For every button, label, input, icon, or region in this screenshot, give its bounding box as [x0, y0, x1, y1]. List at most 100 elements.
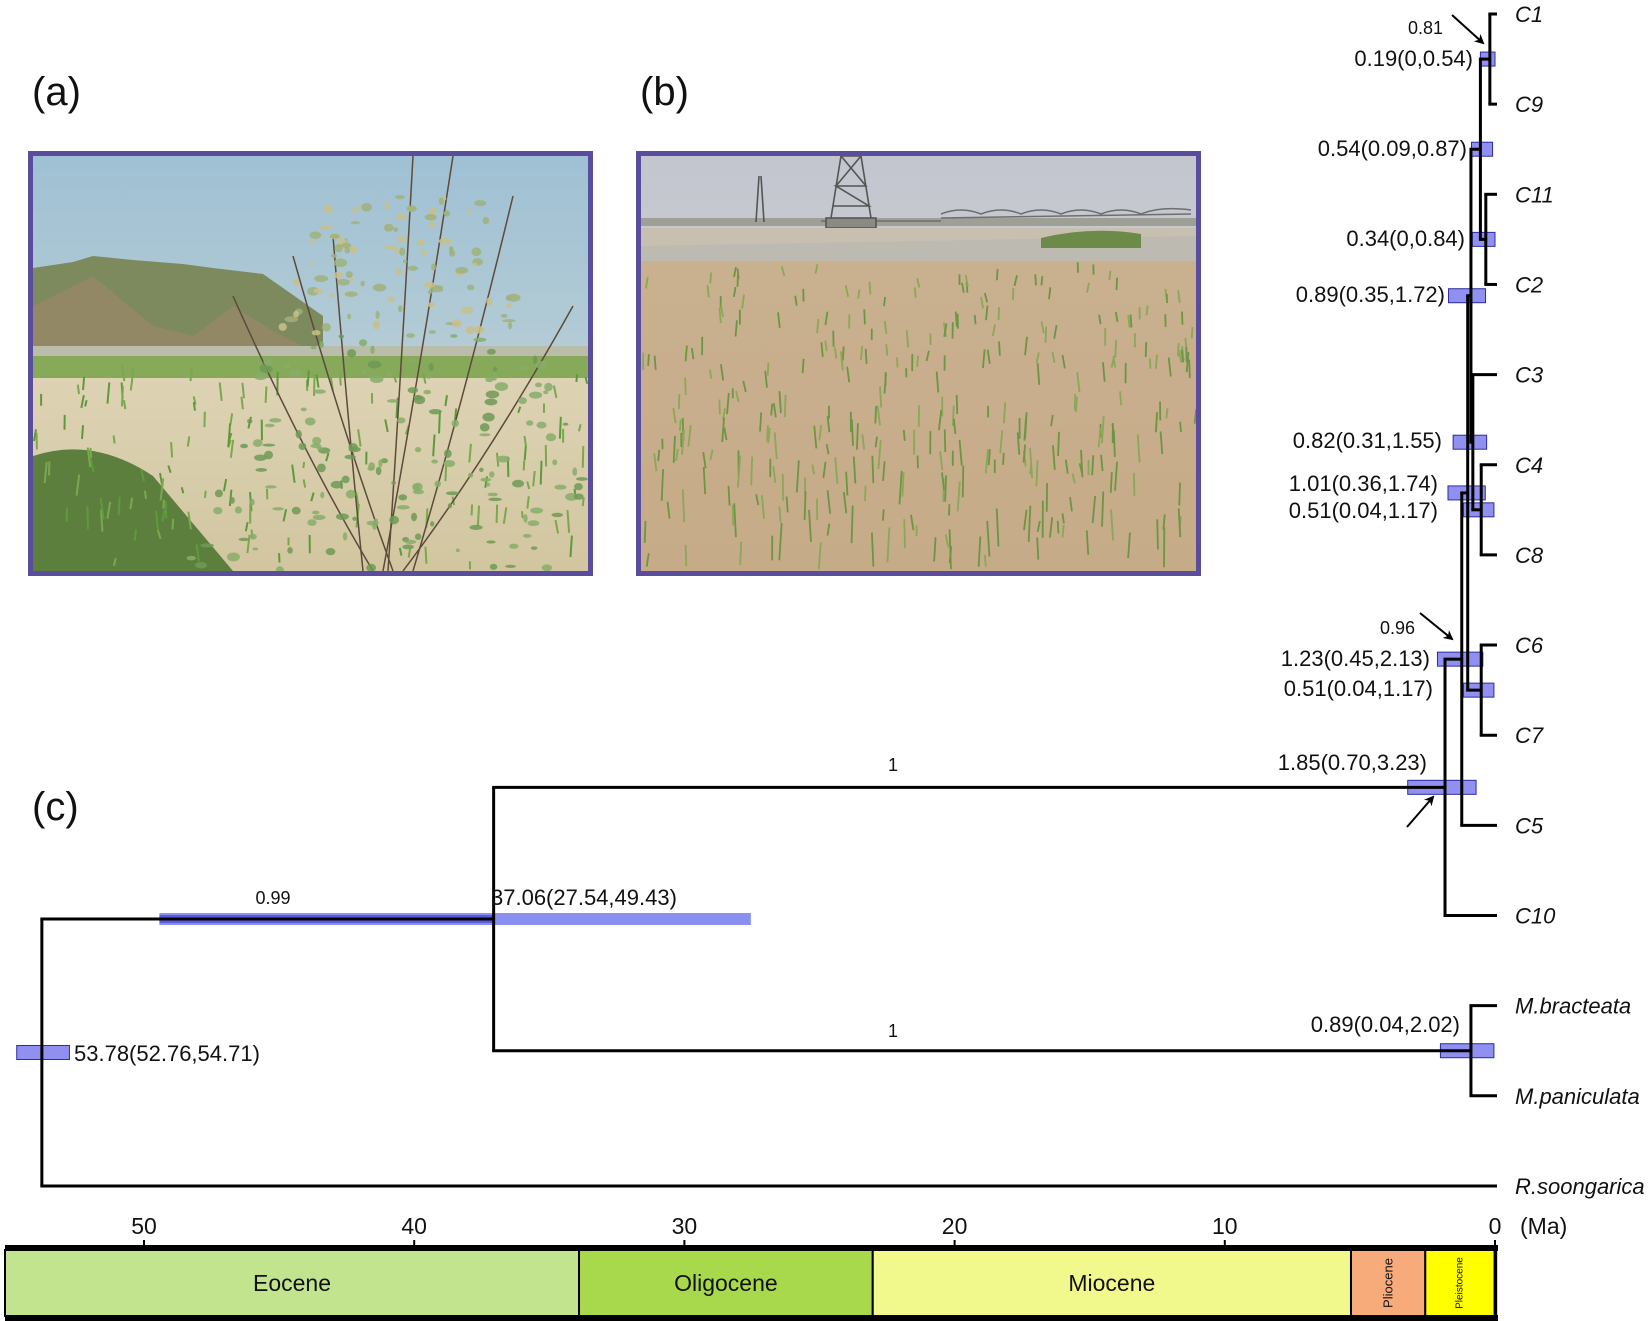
shrub-foliage [298, 442, 307, 451]
seedling [986, 349, 991, 364]
shrub-foliage [543, 390, 549, 395]
grass-blade [453, 408, 458, 421]
shrub-foliage [424, 214, 437, 221]
epoch-holocene [1493, 1249, 1498, 1317]
seedling [1145, 305, 1149, 316]
seedling [1048, 517, 1054, 538]
posterior-probability-label: 1 [888, 755, 898, 775]
seedling [944, 475, 947, 502]
shrub-foliage [318, 225, 333, 230]
shrub-foliage [255, 468, 268, 472]
seedling [653, 355, 657, 370]
node-age-label: 1.23(0.45,2.13) [1281, 646, 1430, 671]
shrub-foliage [361, 370, 367, 375]
axis-tick-label: 0 [1489, 1213, 1502, 1239]
seedling [1110, 509, 1114, 541]
shrub-foliage [287, 547, 293, 554]
pointer-arrow-icon [1451, 14, 1485, 45]
grass-blade [470, 504, 474, 516]
shrub-foliage [291, 506, 301, 515]
shrub-foliage [373, 518, 378, 523]
seedling [856, 423, 859, 450]
shrub-foliage [544, 382, 553, 392]
grass-blade [577, 424, 582, 432]
axis-tick-label: 30 [672, 1213, 698, 1239]
shrub-foliage [337, 278, 350, 286]
seedling [1181, 345, 1185, 361]
seedling [886, 527, 891, 563]
shrub-foliage [310, 239, 315, 246]
shrub-foliage [378, 459, 383, 468]
shrub-foliage [254, 454, 267, 461]
shrub-foliage [407, 265, 419, 271]
node-age-label: 0.82(0.31,1.55) [1293, 428, 1442, 453]
seedling [1102, 362, 1106, 382]
seedling [840, 351, 844, 371]
grass-blade [444, 395, 448, 407]
shrub-foliage [479, 433, 491, 437]
seedling [870, 532, 875, 567]
grass-blade [584, 377, 588, 384]
seedling [1190, 326, 1194, 339]
seedling [833, 347, 838, 359]
shrub-foliage [429, 221, 437, 228]
grass-blade [143, 490, 148, 499]
grass-blade [302, 479, 307, 488]
shrub-foliage [494, 382, 509, 391]
shrub-foliage [397, 305, 403, 313]
seedling [767, 428, 771, 444]
grass-blade [424, 546, 428, 564]
shrub-foliage [396, 235, 406, 243]
shrub-foliage [428, 330, 437, 335]
shrub-foliage [349, 277, 355, 282]
shrub-foliage [338, 334, 345, 339]
grass-blade [520, 511, 524, 519]
shrub-branch [332, 235, 364, 571]
seedling [720, 305, 724, 318]
shrub-foliage [500, 313, 508, 318]
seedling [984, 449, 989, 474]
shrub-foliage [482, 412, 495, 422]
seedling [1048, 287, 1052, 300]
seedling [859, 345, 864, 361]
grass-blade [357, 429, 362, 447]
shrub-foliage [404, 539, 417, 544]
seedling [1029, 463, 1033, 475]
seedling [943, 323, 948, 337]
shrub-foliage [341, 475, 350, 484]
shrub-foliage [342, 532, 348, 541]
seedling [986, 520, 991, 557]
seedling [1051, 351, 1056, 363]
seedling [905, 330, 910, 348]
shrub-foliage [473, 337, 487, 342]
seedling [961, 465, 965, 498]
shrub-foliage [445, 491, 459, 496]
shrub-foliage [530, 546, 538, 550]
grass-blade [122, 400, 127, 410]
seedling [1022, 444, 1027, 463]
panel-label-b: (b) [640, 70, 689, 114]
grass-blade [522, 460, 526, 471]
seedling [1101, 416, 1105, 444]
seedling [1050, 414, 1054, 427]
seedling [952, 405, 955, 427]
shrub-foliage [347, 349, 357, 358]
seedling [879, 386, 883, 408]
shrub-foliage [449, 247, 454, 255]
shrub-foliage [345, 489, 356, 499]
seedling [1127, 315, 1131, 328]
node-labels: 0.19(0,0.54)0.810.34(0,0.84)0.54(0.09,0.… [74, 14, 1485, 1066]
shrub-foliage [406, 333, 416, 338]
seedling [983, 292, 989, 303]
grass-blade [82, 376, 86, 391]
shrub-foliage [492, 366, 498, 372]
shrub-foliage [344, 246, 350, 254]
seedling [1061, 524, 1065, 538]
shrub-foliage [249, 533, 257, 540]
grass-blade [476, 505, 481, 527]
shrub-foliage [479, 467, 484, 473]
tip-label-c8: C8 [1515, 543, 1544, 568]
shrub-foliage [275, 566, 285, 571]
grass-blade [129, 497, 134, 510]
seedling [883, 296, 886, 307]
